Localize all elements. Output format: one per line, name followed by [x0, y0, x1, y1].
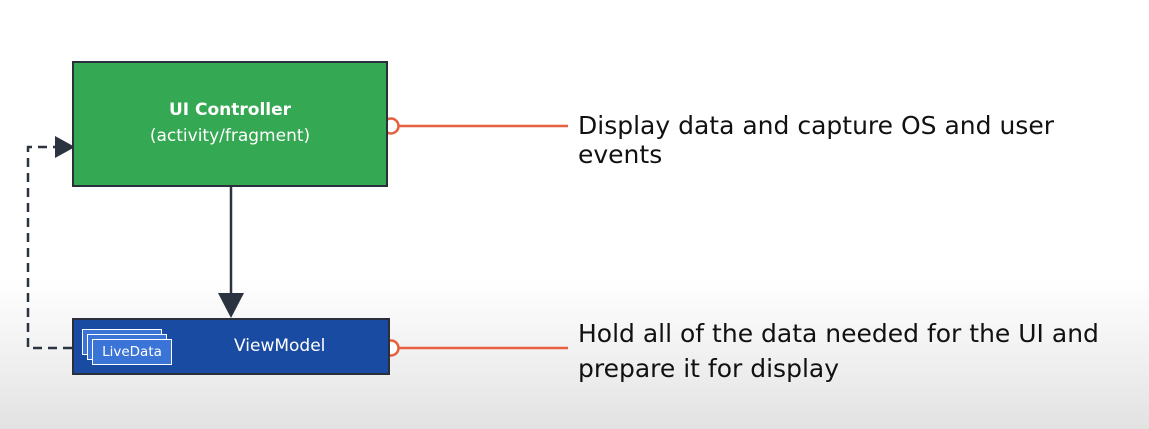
viewmodel-annotation-text: Hold all of the data needed for the UI a… — [578, 319, 1099, 383]
ui-controller-box: UI Controller (activity/fragment) — [72, 61, 388, 187]
livedata-stack: LiveData — [82, 329, 178, 369]
observe-arrowhead — [55, 136, 75, 158]
controller-annotation-text: Display data and capture OS and user eve… — [578, 111, 1054, 169]
ui-controller-subtitle: (activity/fragment) — [149, 126, 311, 146]
livedata-card: LiveData — [92, 339, 172, 365]
livedata-label: LiveData — [102, 344, 162, 360]
ui-controller-title: UI Controller — [168, 100, 292, 120]
controller-to-viewmodel-arrowhead — [218, 293, 244, 318]
viewmodel-label: ViewModel — [234, 336, 326, 356]
viewmodel-box: LiveData ViewModel — [72, 318, 390, 375]
observe-dashed-connector — [26, 145, 72, 350]
